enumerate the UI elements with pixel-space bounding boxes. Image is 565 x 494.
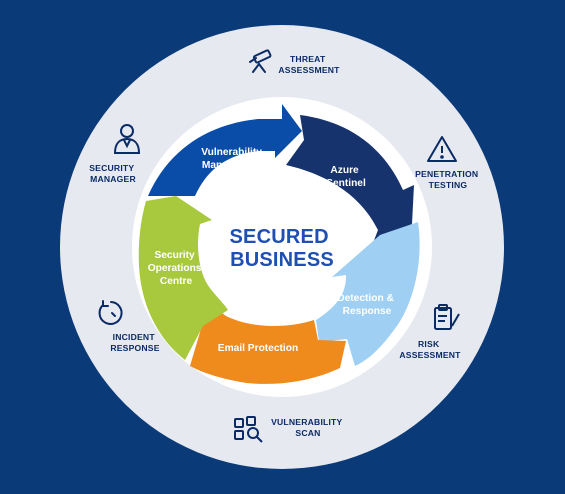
service-label-line: PENETRATION [415,169,478,179]
service-label-line: ASSESSMENT [278,65,340,75]
segment-label-line: Operations [148,263,202,274]
service-label-line: MANAGER [90,174,136,184]
service-label-line: THREAT [290,54,326,64]
user-icon [113,124,141,154]
service-label-vulnerability-scan: VULNERABILITY SCAN [271,417,345,438]
center-title-line: BUSINESS [230,249,334,271]
segment-label-line: Email Protection [218,343,298,354]
service-label-line: INCIDENT [113,332,156,342]
service-label-incident-response: INCIDENT RESPONSE [110,332,159,353]
segment-label-line: Azure [330,165,359,176]
center-title-line: SECURED [230,226,329,248]
service-label-line: ASSESSMENT [399,350,461,360]
service-label-line: SCAN [295,428,320,438]
segment-azure-sentinel [286,115,414,243]
segment-label-azure-sentinel: Azure Sentinel [326,165,366,189]
segment-security-operations-centre [138,196,228,360]
service-label-risk-assessment: RISK ASSESSMENT [399,339,461,360]
segment-vulnerability-management [148,104,302,196]
center-title: SECURED BUSINESS [230,226,335,271]
stopwatch-icon [98,300,123,325]
segment-label-email-protection: Email Protection [218,343,298,354]
segment-label-vulnerability-management: Vulnerability Management [201,147,265,171]
segment-label-line: Management [202,160,265,171]
segment-label-line: Security [154,250,195,261]
service-label-line: RESPONSE [110,343,159,353]
segment-label-line: Response [343,306,392,317]
segment-label-security-operations-centre: Security Operations Centre [148,250,205,287]
segment-label-detection-response: Detection & Response [337,293,396,317]
service-label-line: TESTING [429,180,468,190]
network-scan-icon [234,416,263,443]
segment-label-line: Sentinel [326,178,366,189]
telescope-icon [249,49,272,73]
service-label-penetration-testing: PENETRATION TESTING [415,169,481,190]
service-label-line: VULNERABILITY [271,417,342,427]
segment-detection-response [316,222,420,366]
segment-label-line: Centre [160,276,193,287]
segment-label-line: Vulnerability [201,147,262,158]
warning-icon [427,136,457,162]
service-label-line: SECURITY [89,163,134,173]
clipboard-icon [434,304,460,330]
segment-email-protection [190,296,346,384]
segment-label-line: Detection & [337,293,394,304]
service-label-line: RISK [418,339,440,349]
service-label-threat-assessment: THREAT ASSESSMENT [278,54,340,75]
service-label-security-manager: SECURITY MANAGER [89,163,137,184]
